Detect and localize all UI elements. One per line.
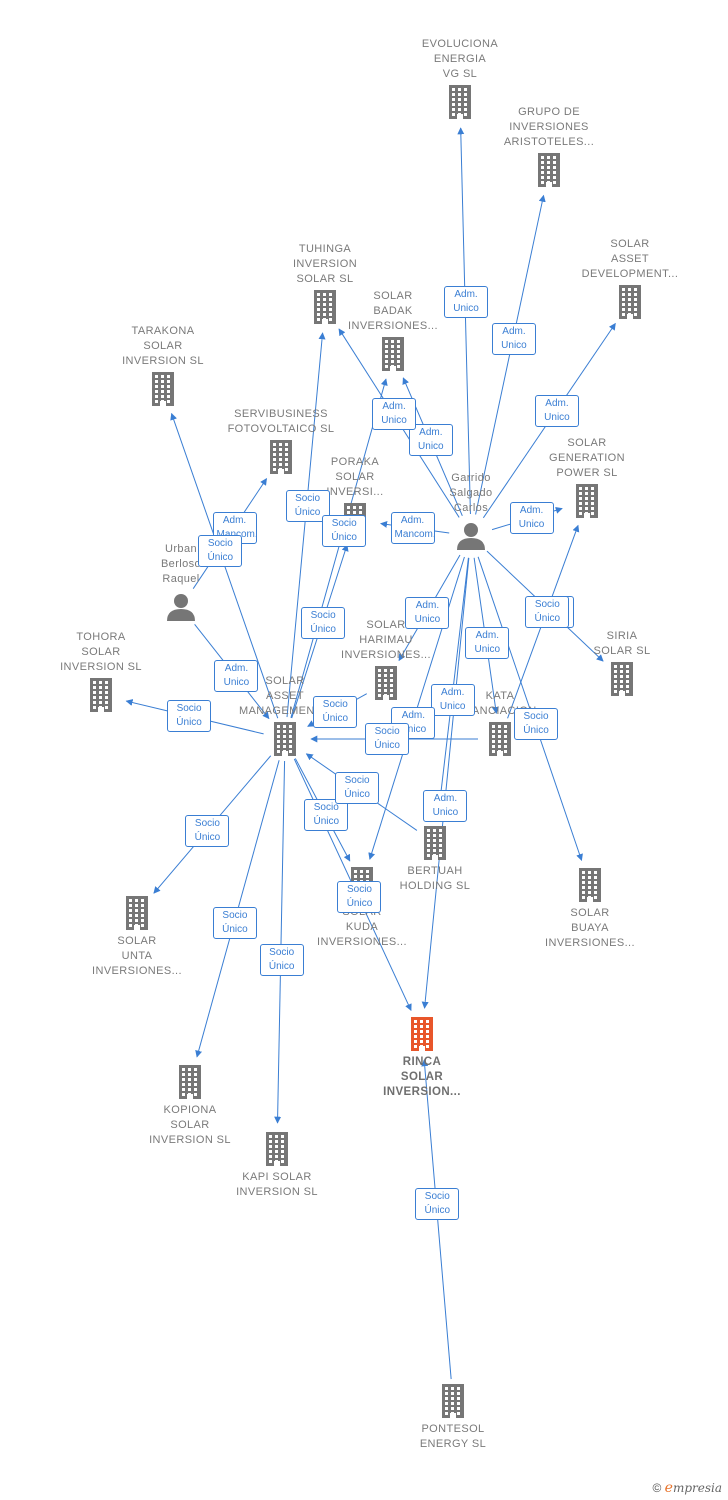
edge-label[interactable]: Socio Único [322, 515, 367, 548]
building-icon [374, 666, 398, 705]
node-label: SOLAR HARIMAU INVERSIONES... [341, 619, 431, 661]
building-icon [125, 896, 149, 935]
brand-name: mpresia [672, 1481, 722, 1495]
edge-label[interactable]: Adm. Unico [444, 285, 489, 318]
node-label: SERVIBUSINESS FOTOVOLTAICO SL [227, 408, 335, 435]
node-label: TARAKONA SOLAR INVERSION SL [122, 325, 204, 367]
building-icon [313, 290, 337, 329]
building-icon [273, 722, 297, 761]
node-label: SOLAR ASSET MANAGEMENT... [239, 675, 331, 717]
building-icon [269, 440, 293, 479]
edge-label[interactable]: Socio Único [301, 606, 346, 639]
building-icon [448, 85, 472, 124]
edge-label[interactable]: Socio Único [313, 695, 358, 728]
node-label: Urban Berloso Raquel [160, 543, 202, 585]
edge-label[interactable]: Socio Único [285, 489, 330, 522]
person-icon [456, 522, 486, 555]
edge-label[interactable]: Adm. Unico [534, 394, 579, 427]
building-icon [410, 1017, 434, 1056]
edge-garrido-evoluciona [457, 127, 471, 515]
edge-solar_asset_mgmt-tuhinga [286, 332, 326, 718]
edge-label[interactable]: Adm. Unico [405, 597, 450, 630]
edge-label[interactable]: Adm. Unico [509, 502, 554, 535]
building-icon [441, 1384, 465, 1423]
node-label: SOLAR GENERATION POWER SL [549, 437, 625, 479]
building-icon [178, 1065, 202, 1104]
node-label: Garrido Salgado Carlos [449, 472, 493, 514]
edge-label[interactable]: Socio Único [185, 815, 230, 848]
edge-label[interactable]: Adm. Unico [491, 323, 536, 355]
building-icon [151, 372, 175, 411]
building-icon [578, 868, 602, 907]
node-label: SOLAR BADAK INVERSIONES... [348, 290, 438, 332]
building-icon [618, 285, 642, 324]
node-label: SOLAR BUAYA INVERSIONES... [545, 907, 635, 949]
edge-label[interactable]: Adm. Mancom. [390, 511, 436, 544]
building-icon [610, 662, 634, 701]
edge-label[interactable]: Adm. Unico [372, 397, 417, 430]
edge-garrido-rinca [421, 557, 470, 1009]
building-icon [423, 826, 447, 865]
node-label: PORAKA SOLAR INVERSI... [326, 456, 384, 498]
edge-label[interactable]: Socio Único [335, 772, 380, 805]
building-icon [575, 484, 599, 523]
edge-label[interactable]: Adm. Unico [423, 789, 468, 822]
building-icon [265, 1132, 289, 1171]
edge-label[interactable]: Socio Único [525, 596, 570, 629]
edge-label[interactable]: Adm. Unico [408, 423, 453, 456]
edge-label[interactable]: Socio Único [259, 944, 304, 977]
edge-label[interactable]: Socio Único [337, 881, 382, 914]
copyright-symbol: © [652, 1481, 662, 1495]
building-icon [537, 153, 561, 192]
edge-label[interactable]: Socio Único [415, 1187, 460, 1220]
edge-label[interactable]: Socio Único [304, 798, 349, 831]
building-icon [381, 337, 405, 376]
brand-initial: e [664, 1480, 673, 1496]
empresia-brand: © empresia [652, 1480, 722, 1496]
building-icon [488, 722, 512, 761]
edge-solar_asset_mgmt-badak [290, 378, 388, 718]
node-label: SIRIA SOLAR SL [593, 630, 651, 657]
node-label: BERTUAH HOLDING SL [399, 865, 471, 892]
node-label: PONTESOL ENERGY SL [419, 1423, 487, 1450]
edge-label[interactable]: Adm. Unico [214, 660, 259, 693]
node-label: SOLAR ASSET DEVELOPMENT... [581, 238, 679, 280]
edge-solar_asset_mgmt-kapi [274, 760, 286, 1124]
person-icon [166, 593, 196, 626]
node-label: TUHINGA INVERSION SOLAR SL [292, 243, 358, 285]
edge-label[interactable]: Socio Único [212, 907, 257, 940]
edge-label[interactable]: Socio Único [365, 723, 410, 755]
edge-label[interactable]: Socio Único [167, 699, 212, 732]
node-label: GRUPO DE INVERSIONES ARISTOTELES... [503, 106, 595, 148]
node-label: KAPI SOLAR INVERSION SL [236, 1171, 318, 1198]
node-label: RINCA SOLAR INVERSION... [383, 1056, 461, 1098]
node-label: EVOLUCIONA ENERGIA VG SL [421, 38, 499, 80]
edge-label[interactable]: Adm. Unico [430, 684, 475, 717]
edge-label[interactable]: Socio Único [198, 534, 243, 567]
node-label: KOPIONA SOLAR INVERSION SL [149, 1104, 231, 1146]
building-icon [89, 678, 113, 717]
edge-label[interactable]: Adm. Unico [465, 627, 510, 660]
node-label: TOHORA SOLAR INVERSION SL [60, 631, 142, 673]
node-label: SOLAR UNTA INVERSIONES... [92, 935, 182, 977]
edge-label[interactable]: Socio Único [514, 707, 559, 740]
